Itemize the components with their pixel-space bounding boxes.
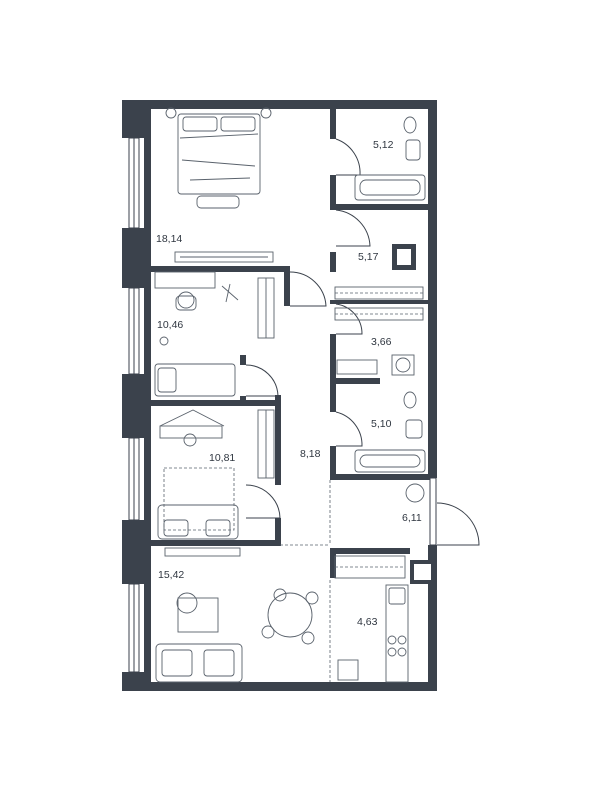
area-label-entrance: 6,11 [402, 512, 422, 524]
doors [245, 138, 480, 546]
area-label-living-room: 15,42 [158, 569, 184, 581]
area-label-storage: 3,66 [371, 336, 392, 348]
area-label-hall: 8,18 [300, 448, 321, 460]
area-label-bathroom-1: 5,12 [373, 139, 394, 151]
area-label-bedroom-2: 10,46 [157, 319, 183, 331]
furniture [154, 107, 426, 683]
area-label-kitchen: 4,63 [357, 616, 378, 628]
area-label-bedroom-3: 10,81 [209, 452, 235, 464]
windows [128, 137, 437, 673]
area-label-bathroom-2: 5,10 [371, 418, 392, 430]
area-label-bedroom-1: 18,14 [156, 233, 182, 245]
interior-walls [150, 109, 435, 584]
exterior-walls [122, 100, 437, 691]
room-labels: 18,14 5,12 5,17 10,46 3,66 5,10 10,81 8,… [156, 139, 422, 628]
area-label-corridor-upper: 5,17 [358, 251, 379, 263]
zone-boundaries [280, 480, 331, 682]
